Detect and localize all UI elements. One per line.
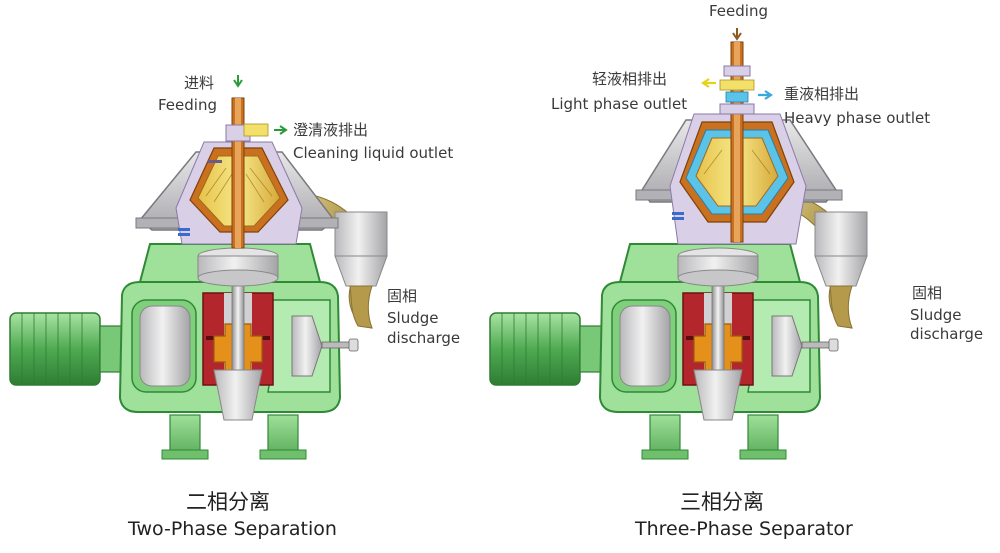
- feeding-label-en-left: Feeding: [158, 97, 217, 114]
- sludge-label-en-left-2: discharge: [387, 330, 460, 347]
- caption-en-right: Three-Phase Separator: [635, 518, 853, 540]
- sludge-label-en-right-2: discharge: [910, 326, 983, 343]
- light-phase-arrow: [703, 79, 716, 87]
- feeding-label-zh-left: 进料: [184, 75, 214, 92]
- outlet-arrow: [274, 126, 286, 134]
- light-phase-label-zh: 轻液相排出: [592, 71, 667, 88]
- caption-zh-left: 二相分离: [186, 486, 270, 516]
- feed-arrow: [733, 28, 741, 39]
- sludge-label-en-left-1: Sludge: [387, 310, 438, 327]
- heavy-phase-label-zh: 重液相排出: [784, 86, 859, 103]
- light-phase-label-en: Light phase outlet: [551, 96, 687, 113]
- feed-arrow: [234, 75, 242, 86]
- caption-zh-right: 三相分离: [680, 486, 764, 516]
- caption-en-left: Two-Phase Separation: [128, 518, 337, 540]
- cleaning-outlet-label-en: Cleaning liquid outlet: [293, 145, 453, 162]
- sludge-label-zh-left: 固相: [387, 288, 417, 305]
- sludge-label-en-right-1: Sludge: [910, 307, 961, 324]
- sludge-label-zh-right: 固相: [912, 285, 942, 302]
- feeding-label-en-right: Feeding: [709, 3, 768, 20]
- heavy-phase-arrow: [758, 91, 771, 99]
- heavy-phase-label-en: Heavy phase outlet: [784, 110, 930, 127]
- cleaning-outlet-label-zh: 澄清液排出: [293, 122, 368, 139]
